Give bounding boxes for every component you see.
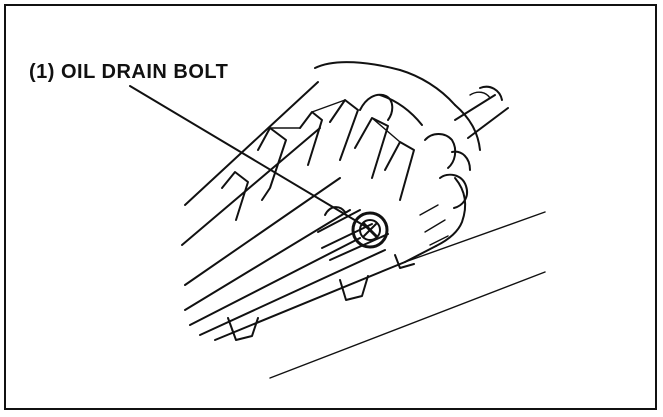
crankcase-body (181, 81, 467, 341)
engine-upper-housing (314, 61, 481, 209)
handle-tube (454, 85, 509, 139)
figure-frame (4, 4, 657, 410)
ground-line-upper (404, 211, 546, 263)
oil-drain-bolt-label: (1) OIL DRAIN BOLT (29, 61, 229, 83)
ground-line-lower (269, 271, 546, 379)
cooling-fins (221, 99, 415, 221)
flange-edge (317, 204, 449, 261)
callout-leader-line (129, 85, 369, 229)
oil-drain-bolt (351, 211, 389, 249)
crankcase-feet (227, 254, 415, 341)
